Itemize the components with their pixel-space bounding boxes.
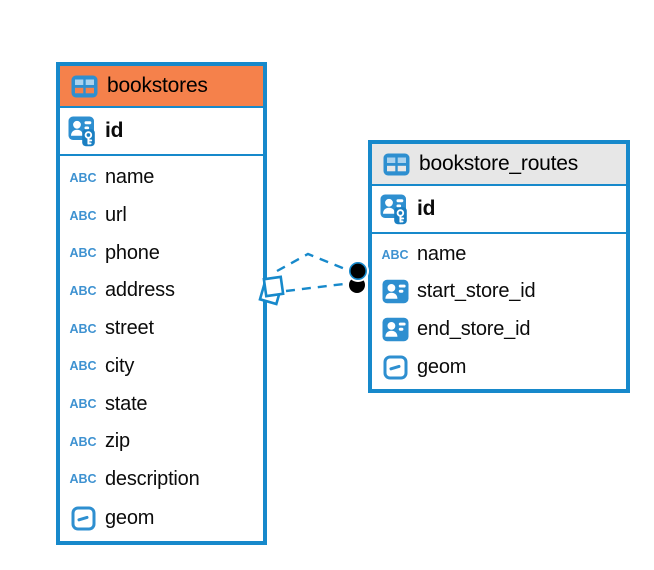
column-name: zip (105, 430, 130, 453)
column-row-start_store_id[interactable]: start_store_id (372, 273, 626, 311)
text-icon: ABC (68, 397, 98, 411)
text-icon: ABC (68, 209, 98, 223)
text-icon: ABC (68, 359, 98, 373)
geometry-icon (380, 355, 410, 380)
column-row-city[interactable]: ABC city (60, 348, 263, 386)
text-type-icon: ABC (69, 246, 97, 261)
column-row-end_store_id[interactable]: end_store_id (372, 311, 626, 349)
table-title: bookstores (107, 74, 208, 97)
column-row-geom[interactable]: geom (60, 498, 263, 538)
column-row-street[interactable]: ABC street (60, 310, 263, 348)
text-icon: ABC (68, 171, 98, 185)
table-icon (383, 153, 410, 176)
table-icon (71, 75, 98, 98)
column-name: geom (417, 355, 467, 378)
text-type-icon: ABC (69, 208, 97, 223)
relationship-target-marker-circles-icon (347, 260, 369, 293)
column-row-name[interactable]: ABC name (372, 237, 626, 273)
columns-section: ABC name start_store_id end_store_id geom (372, 234, 626, 389)
key-columns-section: id (60, 108, 263, 156)
column-name: geom (105, 506, 155, 529)
text-type-icon: ABC (69, 283, 97, 298)
foreign-key-icon (380, 279, 410, 304)
foreign-key-icon (380, 317, 410, 342)
column-name: end_store_id (417, 317, 531, 340)
column-row-zip[interactable]: ABC zip (60, 423, 263, 461)
text-icon: ABC (68, 435, 98, 449)
text-type-icon: ABC (69, 359, 97, 374)
text-icon: ABC (68, 284, 98, 298)
column-name: name (105, 166, 155, 189)
column-row-phone[interactable]: ABC phone (60, 234, 263, 272)
relationship-line-end-store-id[interactable] (285, 281, 353, 293)
geometry-icon (68, 506, 98, 531)
relationship-line-start-store-id[interactable] (276, 252, 351, 273)
column-name: city (105, 354, 135, 377)
text-icon: ABC (68, 246, 98, 260)
text-type-icon: ABC (69, 434, 97, 449)
primary-key-icon (68, 115, 98, 147)
table-header-bookstore_routes[interactable]: bookstore_routes (372, 144, 626, 186)
text-type-icon: ABC (69, 472, 97, 487)
column-name: id (105, 119, 124, 142)
text-icon: ABC (68, 472, 98, 486)
table-title: bookstore_routes (419, 152, 579, 175)
key-columns-section: id (372, 186, 626, 234)
text-type-icon: ABC (69, 397, 97, 412)
column-name: address (105, 279, 175, 302)
text-icon: ABC (68, 322, 98, 336)
column-row-geom[interactable]: geom (372, 348, 626, 386)
text-type-icon: ABC (381, 247, 409, 262)
column-row-url[interactable]: ABC url (60, 197, 263, 235)
column-name: state (105, 392, 148, 415)
text-icon: ABC (380, 248, 410, 262)
key-column-row-id[interactable]: id (372, 193, 626, 225)
column-name: name (417, 243, 467, 266)
column-row-description[interactable]: ABC description (60, 461, 263, 499)
column-name: url (105, 204, 127, 227)
column-row-address[interactable]: ABC address (60, 272, 263, 310)
key-column-row-id[interactable]: id (60, 115, 263, 147)
column-name: phone (105, 241, 160, 264)
text-type-icon: ABC (69, 170, 97, 185)
column-row-name[interactable]: ABC name (60, 159, 263, 197)
column-name: description (105, 467, 200, 490)
column-name: street (105, 317, 154, 340)
text-type-icon: ABC (69, 321, 97, 336)
primary-key-icon (380, 193, 410, 225)
table-header-bookstores[interactable]: bookstores (60, 66, 263, 108)
column-name: start_store_id (417, 280, 536, 303)
column-name: id (417, 197, 436, 220)
column-row-state[interactable]: ABC state (60, 385, 263, 423)
